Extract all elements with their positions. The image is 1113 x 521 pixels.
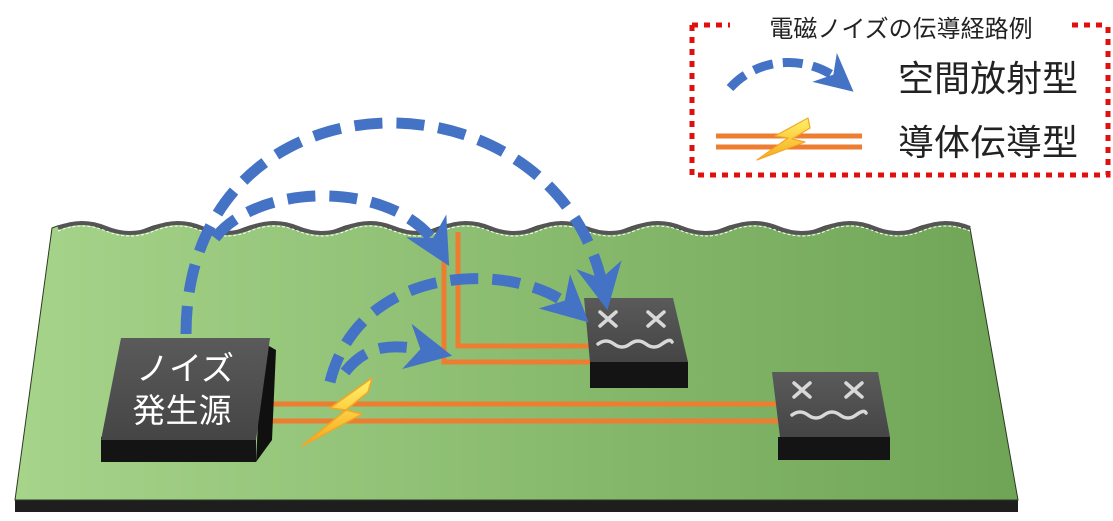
victim-ic-1 [584,298,688,388]
arrow-bolt-to-trace-corner [340,323,453,376]
noise-source-label-line2: 発生源 [133,391,232,430]
chip-side [778,437,890,460]
legend-border [689,25,1111,178]
legend-label-radiated: 空間放射型 [898,59,1078,100]
chip-top [772,372,890,437]
arrow-bolt-to-ic1 [324,273,589,384]
victim-ic-2 [772,372,890,460]
cross-mark-icon [792,381,864,399]
blue-dashed-arrow-icon [726,52,854,92]
trace-vertical-inner-to-ic1 [455,232,590,349]
arrow-source-to-ic1-large-arc [180,117,622,335]
board-edge [15,500,1018,512]
legend-title: 電磁ノイズの伝導経路例 [769,15,1032,43]
chip-top [101,338,270,440]
radiated-noise-arrows [180,117,622,384]
noise-source-label-line1: ノイズ [136,349,234,388]
chip-side [590,362,688,388]
chip-top [584,298,688,362]
noise-source-chip: ノイズ 発生源 [101,338,276,462]
legend: 電磁ノイズの伝導経路例 空間放射型 導体伝導型 [689,15,1111,178]
wave-mark-icon [790,409,868,420]
legend-label-conducted: 導体伝導型 [898,123,1078,164]
lightning-trace-icon [716,117,862,161]
arrow-source-to-trace-top [210,190,450,267]
cross-mark-icon [598,310,666,328]
chip-side [101,437,256,462]
wave-mark-icon [596,338,674,349]
lightning-bolt-icon [301,377,373,447]
